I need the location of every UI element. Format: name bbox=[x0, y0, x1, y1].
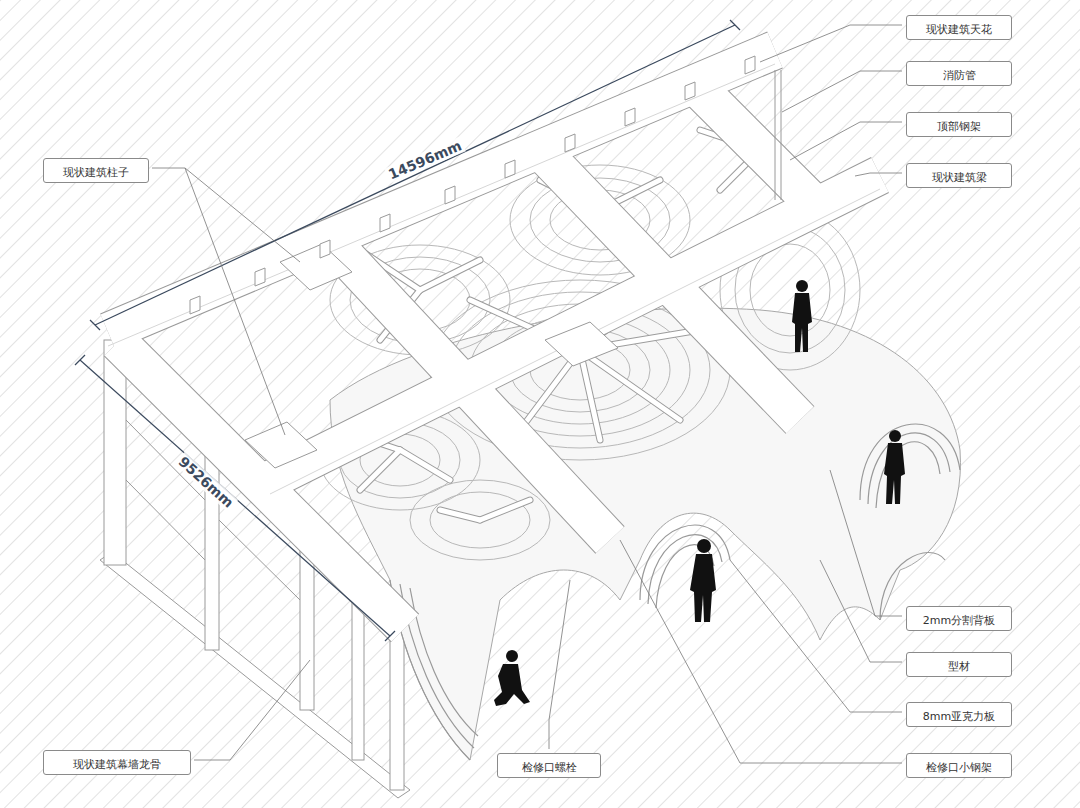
callout-box: 现状建筑柱子 bbox=[43, 158, 149, 183]
callout-text: 消防管 bbox=[943, 69, 976, 82]
callout-box: 现状建筑梁 bbox=[906, 163, 1012, 188]
callout-text: 现状建筑天花 bbox=[926, 23, 992, 36]
callout-box: 检修口螺栓 bbox=[497, 753, 601, 778]
callout-text: 检修口螺栓 bbox=[522, 761, 577, 774]
callout-box: 2mm分割背板 bbox=[906, 606, 1012, 631]
fire-pipe bbox=[775, 70, 781, 200]
callout-box: 现状建筑幕墙龙骨 bbox=[43, 750, 191, 775]
callout-text: 现状建筑柱子 bbox=[63, 166, 129, 179]
callout-box: 消防管 bbox=[906, 61, 1012, 86]
callout-box: 现状建筑天花 bbox=[906, 15, 1012, 40]
existing-beams bbox=[108, 50, 880, 628]
arch-openings bbox=[390, 424, 960, 760]
callout-box: 顶部钢架 bbox=[906, 112, 1012, 137]
human-silhouettes bbox=[494, 280, 905, 706]
callout-text: 型材 bbox=[948, 660, 970, 673]
callout-text: 现状建筑梁 bbox=[932, 171, 987, 184]
callout-text: 8mm亚克力板 bbox=[923, 710, 995, 723]
callout-box: 8mm亚克力板 bbox=[906, 702, 1012, 727]
callout-box: 检修口小钢架 bbox=[906, 753, 1012, 778]
vault-body bbox=[330, 308, 960, 760]
callout-text: 现状建筑幕墙龙骨 bbox=[73, 758, 161, 771]
callout-text: 检修口小钢架 bbox=[926, 761, 992, 774]
existing-columns bbox=[245, 244, 618, 468]
leader-lines bbox=[152, 25, 902, 763]
dimension-lines bbox=[75, 20, 740, 641]
callout-box: 型材 bbox=[906, 652, 1012, 677]
callout-text: 顶部钢架 bbox=[937, 120, 981, 133]
callout-text: 2mm分割背板 bbox=[923, 614, 995, 627]
ceiling-teeth bbox=[190, 56, 755, 314]
